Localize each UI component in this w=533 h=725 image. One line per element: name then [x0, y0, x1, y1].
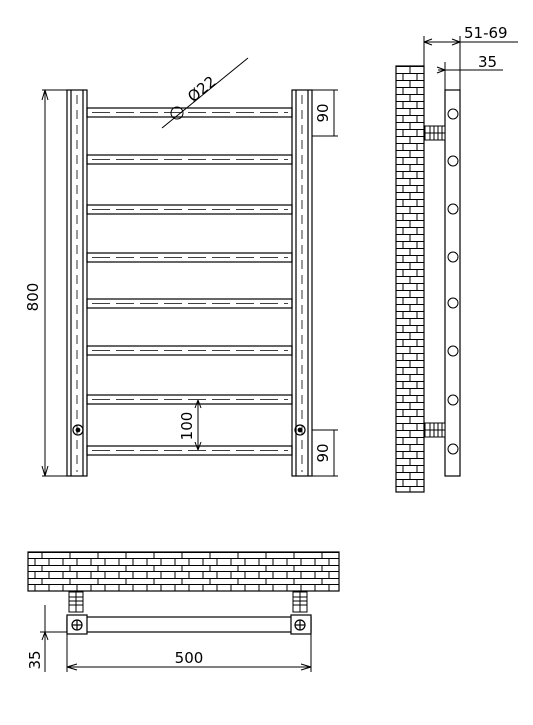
rail-7 [86, 394, 293, 405]
top-gap-dimension [312, 89, 338, 137]
rail-2 [86, 154, 293, 165]
rail-6 [86, 345, 293, 356]
right-bracket-top [292, 591, 308, 613]
hole-icon [447, 203, 459, 215]
hole-icon [447, 394, 459, 406]
bottom-gap-label: 90 [314, 443, 332, 462]
top-depth-label: 35 [26, 650, 44, 669]
top-view [27, 551, 340, 672]
left-bracket-top [68, 591, 84, 613]
bottom-bracket [424, 422, 446, 438]
rail-spacing-label: 100 [178, 412, 196, 441]
left-upright [66, 89, 88, 477]
top-bracket [424, 125, 446, 141]
height-label: 800 [24, 283, 42, 312]
rail-spacing-dimension [194, 399, 202, 451]
rail-5 [86, 298, 293, 309]
depth-dimension-side [436, 62, 503, 90]
width-dimension [66, 632, 312, 672]
width-label: 500 [175, 649, 204, 667]
rail-3 [86, 204, 293, 215]
right-upright [291, 89, 313, 477]
side-depth-label: 35 [478, 53, 497, 71]
hole-icon [447, 251, 459, 263]
bottom-gap-dimension [312, 429, 338, 477]
side-upright [444, 89, 461, 477]
diameter-label: Ø22 [184, 72, 219, 105]
offset-dimension [423, 36, 518, 90]
rail-4 [86, 252, 293, 263]
side-view [395, 36, 518, 493]
wall-section [395, 65, 425, 493]
right-valve-icon [294, 424, 306, 436]
rail-8 [86, 445, 293, 456]
depth-dimension-top [40, 590, 67, 672]
hole-icon [447, 443, 459, 455]
left-valve-icon [72, 424, 84, 436]
height-dimension [41, 89, 67, 477]
front-view [41, 57, 338, 477]
top-rail [66, 616, 312, 633]
hole-icon [447, 297, 459, 309]
diameter-leader [161, 57, 249, 129]
top-gap-label: 90 [314, 103, 332, 122]
hole-icon [447, 345, 459, 357]
side-holes [447, 108, 459, 455]
rails [86, 107, 293, 456]
hole-icon [447, 108, 459, 120]
rail-1 [86, 107, 293, 118]
hole-icon [447, 155, 459, 167]
wall-plan [27, 551, 340, 592]
offset-label: 51-69 [464, 24, 508, 42]
